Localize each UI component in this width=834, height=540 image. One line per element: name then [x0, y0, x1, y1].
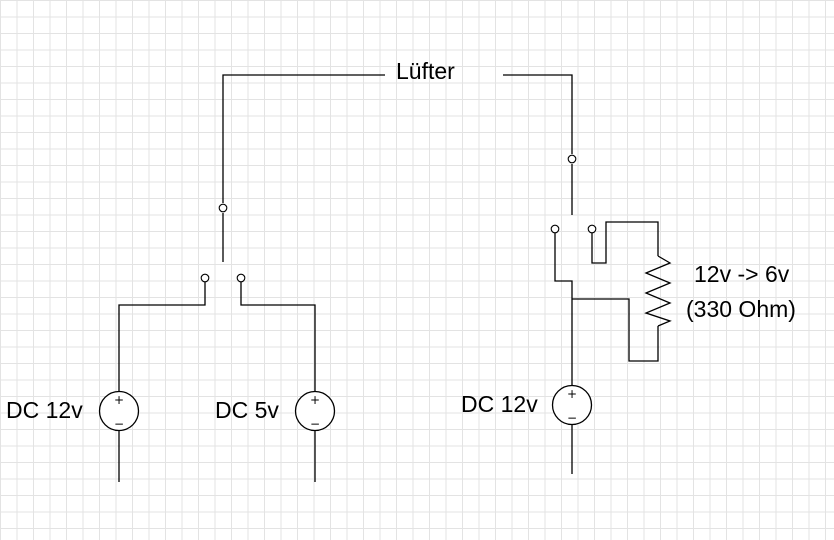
left-source-12v-label: DC 12v — [6, 397, 83, 423]
source-minus-sign: − — [567, 411, 577, 425]
resistor-label-line1: 12v -> 6v — [694, 261, 790, 287]
left-wire-5v — [240, 282, 316, 392]
switch-terminal-icon — [587, 224, 597, 234]
source-plus-sign: + — [310, 393, 320, 407]
dc-source-icon: + − — [98, 390, 140, 432]
fan-wire-left — [222, 74, 385, 203]
switch-terminal-icon — [567, 154, 577, 164]
right-wire-resistor-top — [591, 221, 659, 264]
fan-wire-right — [503, 74, 573, 154]
switch-terminal-icon — [200, 273, 210, 283]
switch-terminal-icon — [236, 273, 246, 283]
switch-terminal-icon — [218, 203, 228, 213]
switch-terminal-icon — [550, 224, 560, 234]
source-plus-sign: + — [567, 387, 577, 401]
left-source-5v-label: DC 5v — [215, 397, 279, 423]
source-minus-sign: − — [310, 417, 320, 431]
fan-label: Lüfter — [396, 58, 455, 84]
right-wire-resistor-bottom — [572, 298, 659, 362]
dc-source-icon: + − — [294, 390, 336, 432]
left-wire-12v — [118, 282, 206, 392]
source-plus-sign: + — [114, 393, 124, 407]
resistor-icon — [644, 255, 672, 327]
resistor-label-line2: (330 Ohm) — [686, 296, 796, 322]
source-minus-sign: − — [114, 417, 124, 431]
dc-source-icon: + − — [551, 384, 593, 426]
right-wire-direct — [554, 233, 573, 385]
right-source-12v-label: DC 12v — [461, 391, 538, 417]
